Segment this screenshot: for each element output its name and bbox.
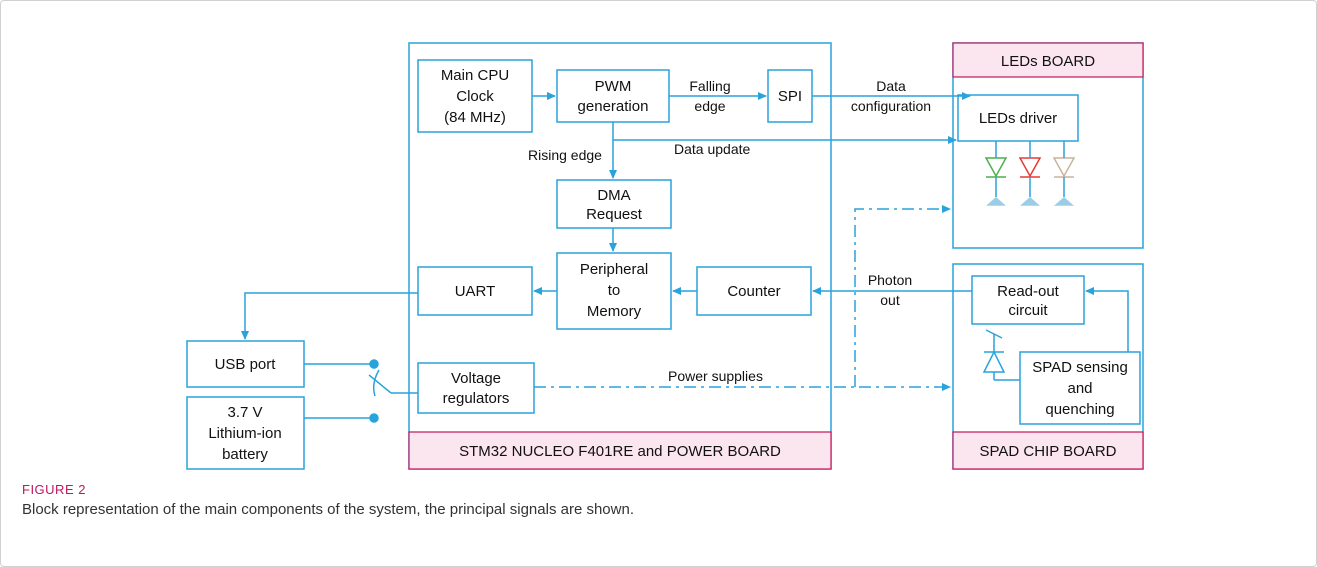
readout-circuit-block: Read-out circuit (971, 275, 1085, 325)
label-power-supplies: Power supplies (668, 368, 763, 384)
svg-text:UART: UART (455, 283, 496, 300)
svg-text:LEDs BOARD: LEDs BOARD (1001, 53, 1095, 70)
svg-text:configuration: configuration (851, 98, 931, 114)
svg-text:Main CPU: Main CPU (441, 67, 509, 84)
svg-text:quenching: quenching (1045, 401, 1114, 418)
svg-text:regulators: regulators (443, 390, 510, 407)
svg-text:Data: Data (876, 78, 906, 94)
svg-text:Peripheral: Peripheral (580, 261, 648, 278)
svg-text:3.7 V: 3.7 V (227, 404, 262, 421)
svg-text:STM32 NUCLEO F401RE and POWER: STM32 NUCLEO F401RE and POWER BOARD (459, 443, 781, 460)
uart-block: UART (417, 266, 533, 316)
peripheral-memory-block: Peripheral to Memory (556, 252, 672, 330)
svg-text:(84 MHz): (84 MHz) (444, 109, 506, 126)
svg-text:PWM: PWM (595, 78, 632, 95)
figure-label: FIGURE 2 (22, 482, 86, 497)
svg-text:Read-out: Read-out (997, 283, 1060, 300)
led-red-icon (1018, 141, 1042, 206)
svg-text:battery: battery (222, 446, 268, 463)
power-supply-line-leds (854, 205, 951, 387)
leds-driver-block: LEDs driver (957, 94, 1079, 142)
label-falling-edge: Falling edge (689, 78, 730, 114)
arrow-spad-to-readout (1085, 287, 1129, 352)
dma-block: DMA Request (556, 179, 672, 229)
led-green-icon (984, 141, 1008, 206)
stm32-board-label: STM32 NUCLEO F401RE and POWER BOARD (408, 431, 832, 470)
label-photon-out: Photon out (868, 272, 912, 308)
arrow-data-update (612, 122, 957, 144)
svg-text:generation: generation (578, 98, 649, 115)
spad-sensing-block: SPAD sensing and quenching (1019, 351, 1141, 425)
battery-block: 3.7 V Lithium-ion battery (186, 396, 305, 470)
svg-text:SPI: SPI (778, 88, 802, 105)
svg-text:Photon: Photon (868, 272, 912, 288)
led-beige-icon (1052, 141, 1076, 206)
leds-board-label: LEDs BOARD (952, 42, 1144, 78)
power-switch (304, 359, 418, 423)
svg-text:SPAD sensing: SPAD sensing (1032, 359, 1128, 376)
svg-text:Voltage: Voltage (451, 370, 501, 387)
svg-text:edge: edge (694, 98, 725, 114)
counter-block: Counter (696, 266, 812, 316)
svg-text:SPAD CHIP BOARD: SPAD CHIP BOARD (980, 443, 1117, 460)
label-data-configuration: Data configuration (851, 78, 931, 114)
svg-text:to: to (608, 282, 621, 299)
svg-text:Clock: Clock (456, 88, 494, 105)
spi-block: SPI (767, 69, 813, 123)
cpu-clock-block: Main CPU Clock (84 MHz) (417, 59, 533, 133)
spad-board-label: SPAD CHIP BOARD (952, 431, 1144, 470)
spad-diode-icon (982, 329, 1020, 381)
svg-text:and: and (1067, 380, 1092, 397)
usb-port-block: USB port (186, 340, 305, 388)
label-data-update: Data update (674, 141, 750, 157)
label-rising-edge: Rising edge (528, 147, 602, 163)
svg-text:out: out (880, 292, 900, 308)
svg-text:USB port: USB port (215, 356, 277, 373)
block-diagram: STM32 NUCLEO F401RE and POWER BOARD LEDs… (186, 42, 1144, 470)
svg-text:Lithium-ion: Lithium-ion (208, 425, 281, 442)
svg-text:LEDs driver: LEDs driver (979, 110, 1057, 127)
svg-text:Counter: Counter (727, 283, 780, 300)
svg-text:circuit: circuit (1008, 302, 1048, 319)
voltage-regulators-block: Voltage regulators (417, 362, 535, 414)
arrow-uart-to-usb (241, 292, 418, 340)
svg-text:DMA: DMA (597, 187, 630, 204)
svg-text:Request: Request (586, 206, 643, 223)
pwm-block: PWM generation (556, 69, 670, 123)
svg-text:Falling: Falling (689, 78, 730, 94)
figure-caption: Block representation of the main compone… (22, 501, 634, 518)
svg-text:Memory: Memory (587, 303, 642, 320)
